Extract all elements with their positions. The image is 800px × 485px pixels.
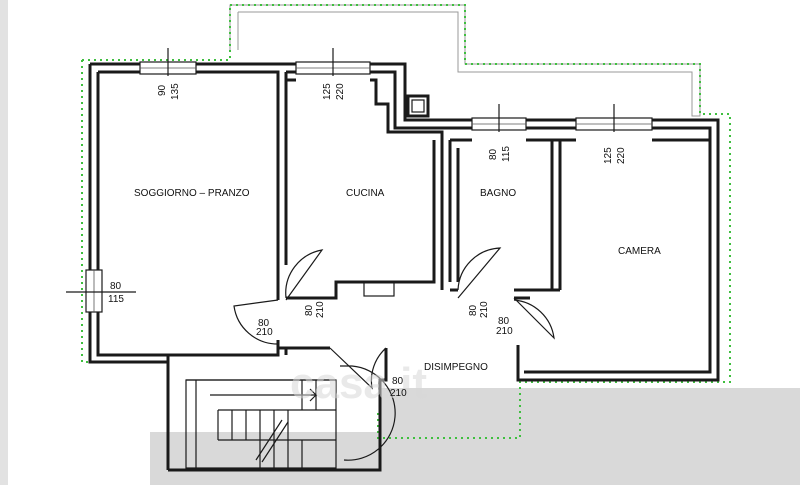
door-bagno-width: 80 [468,304,479,316]
window-soggiorno-height: 135 [170,83,181,100]
door-cucina-width: 80 [304,304,315,316]
door-soggiorno-height: 210 [256,327,273,338]
window-bagno-width: 80 [488,148,499,160]
windows [66,48,653,313]
room-label-camera: CAMERA [618,246,661,257]
window-side-height: 115 [108,294,124,305]
door-camera-height: 210 [496,326,513,337]
window-camera-width: 125 [603,147,614,164]
window-dimensions: 90 135 125 220 80 115 125 220 80 115 [108,83,627,305]
staircase [185,379,337,469]
terrace-outline [229,4,701,117]
ground-right [520,388,800,485]
window-cucina-height: 220 [335,83,346,100]
door-bagno-height: 210 [479,301,490,318]
room-label-cucina: CUCINA [346,188,385,199]
ground-left-strip [0,0,8,485]
door-ingresso-width: 80 [392,376,404,387]
property-boundary [81,4,731,439]
door-dimensions: 80 210 80 210 80 210 80 210 80 210 [256,301,513,399]
watermark: casa.it [290,359,427,408]
window-side-width: 80 [110,281,122,292]
room-label-soggiorno: SOGGIORNO – PRANZO [134,188,250,199]
door-cucina-height: 210 [315,301,326,318]
walls [88,62,720,472]
door-soggiorno-width: 80 [258,318,270,329]
doors [233,247,555,461]
door-ingresso-height: 210 [390,388,407,399]
room-label-disimpegno: DISIMPEGNO [424,362,488,373]
door-camera-width: 80 [498,316,510,327]
window-soggiorno-width: 90 [157,84,168,96]
ground-landing [380,388,525,438]
room-label-bagno: BAGNO [480,188,516,199]
window-bagno-height: 115 [501,146,512,162]
window-cucina-width: 125 [322,83,333,100]
window-camera-height: 220 [616,147,627,164]
